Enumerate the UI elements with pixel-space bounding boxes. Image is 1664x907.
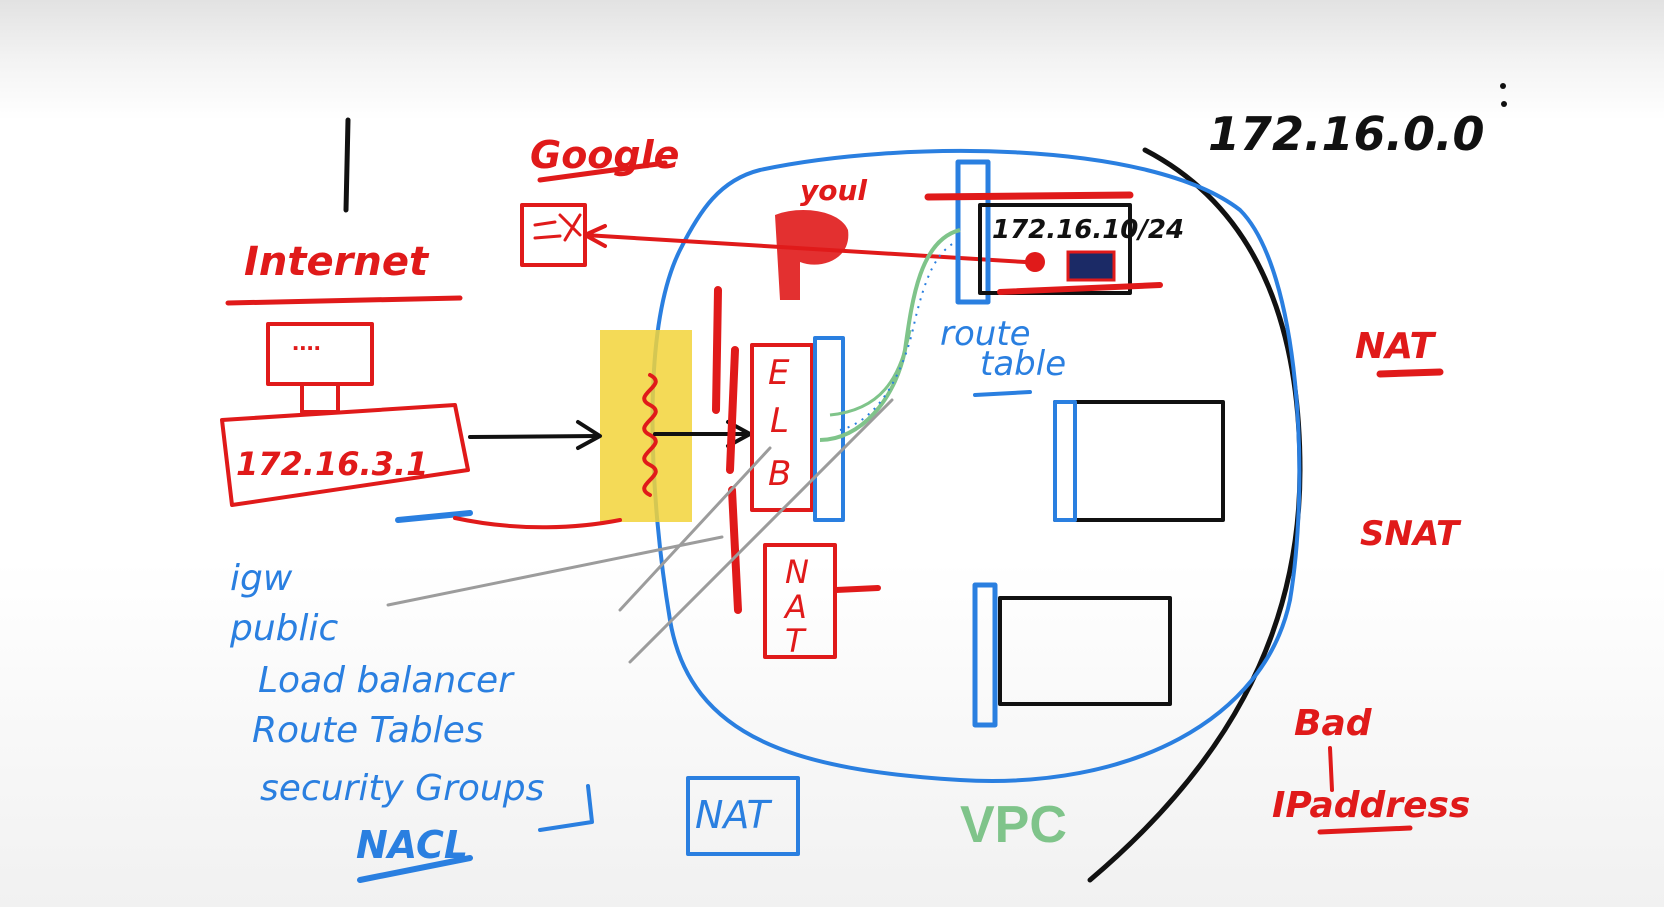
nat-blue-label: NAT bbox=[695, 793, 773, 837]
ip-address-underline bbox=[1317, 825, 1413, 835]
google-underline bbox=[537, 160, 668, 183]
security-marks bbox=[712, 286, 742, 614]
client-to-igw-arrow bbox=[468, 434, 600, 439]
elb-letter: E bbox=[768, 353, 790, 393]
internet-label: Internet bbox=[244, 239, 430, 285]
client-blue-tick bbox=[395, 510, 473, 523]
google-server-box bbox=[520, 203, 587, 267]
pointer-arrow bbox=[618, 446, 772, 612]
subnet-bottom-box bbox=[998, 596, 1172, 706]
youl-label: youl bbox=[800, 174, 867, 207]
pointer-arrow bbox=[628, 398, 894, 664]
nat-letter: N bbox=[785, 553, 809, 591]
subnet-top-frame bbox=[955, 159, 991, 305]
vpc-cidr-label: 172.16.0.0 bbox=[1208, 107, 1484, 161]
subnet-red-bottom bbox=[997, 282, 1163, 295]
nat-letter: T bbox=[785, 622, 807, 660]
nat-label-right: NAT bbox=[1355, 326, 1437, 367]
bad-label: Bad bbox=[1294, 703, 1373, 744]
return-path bbox=[453, 516, 622, 530]
google-server-scribble bbox=[533, 213, 582, 242]
elb-sg-bar bbox=[813, 336, 845, 522]
igw-list-item: public bbox=[229, 608, 339, 649]
nacl-underline bbox=[357, 855, 473, 883]
igw-list-item: security Groups bbox=[260, 768, 544, 809]
route-table-label-line1: route bbox=[940, 314, 1031, 354]
igw-list-item: igw bbox=[230, 558, 293, 599]
divider-mark bbox=[343, 117, 351, 213]
igw-list-item: Route Tables bbox=[252, 710, 484, 751]
nacl-bracket bbox=[538, 784, 594, 832]
subnet-middle-box bbox=[1053, 400, 1225, 522]
bad-ip-connector bbox=[1328, 746, 1334, 792]
pointer-arrow bbox=[386, 535, 724, 607]
snat-label: SNAT bbox=[1360, 514, 1462, 554]
client-ip-label: 172.16.3.1 bbox=[236, 445, 428, 483]
internet-underline bbox=[225, 295, 463, 306]
red-scribble-blob bbox=[775, 210, 849, 300]
subnet-red-top bbox=[924, 191, 1134, 201]
vpc-label: VPC bbox=[960, 796, 1067, 854]
route-table-label-line2: table bbox=[980, 344, 1066, 384]
arrowhead bbox=[576, 420, 602, 450]
client-desktop-box bbox=[220, 403, 470, 507]
route-path-green-2 bbox=[829, 329, 912, 417]
route-table-underline bbox=[973, 390, 1032, 397]
route-path-blue-dots bbox=[839, 239, 961, 431]
subnet-middle-bar bbox=[1053, 400, 1077, 522]
subnet-top-box bbox=[978, 203, 1132, 295]
elb-letter: L bbox=[770, 401, 789, 441]
client-monitor-dots: .... bbox=[292, 326, 321, 356]
nat-gateway-box bbox=[763, 543, 837, 659]
nat-right-underline bbox=[1376, 368, 1444, 378]
subnet-bottom-bar bbox=[972, 582, 998, 728]
igw-list-item: Load balancer bbox=[258, 660, 515, 701]
elb-letter: B bbox=[768, 454, 791, 494]
google-to-subnet-line bbox=[583, 233, 1027, 264]
nat-gateway-tab bbox=[833, 585, 881, 593]
cidr-colon-dot bbox=[1500, 83, 1506, 89]
nat-letter: A bbox=[783, 588, 807, 626]
client-monitor-stand bbox=[300, 382, 340, 414]
instance-dot bbox=[1025, 252, 1045, 272]
nat-blue-box bbox=[686, 776, 800, 856]
ip-address-label: IPaddress bbox=[1272, 785, 1470, 826]
igw-zigzag bbox=[642, 373, 658, 497]
instance-chip bbox=[1066, 250, 1116, 282]
subnet-cidr-label: 172.16.10/24 bbox=[992, 215, 1184, 245]
arrowhead bbox=[583, 224, 607, 248]
cidr-colon-dot bbox=[1501, 101, 1507, 107]
